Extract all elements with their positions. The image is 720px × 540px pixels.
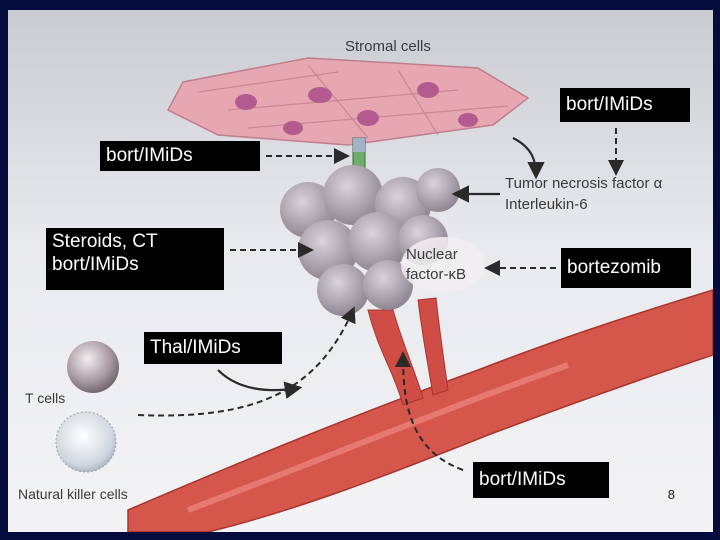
drug-box-steroids-line2: bort/IMiDs	[52, 254, 139, 275]
drug-box-steroids-line1: Steroids, CT	[52, 231, 158, 252]
drug-box-bottom: bort/IMiDs	[473, 462, 609, 498]
t-cells-label: T cells	[25, 390, 66, 406]
nfkb-label-line1: Nuclear	[406, 246, 458, 263]
il6-label: Interleukin-6	[505, 196, 588, 213]
nk-cell	[55, 411, 117, 473]
diagram-illustration	[55, 57, 713, 532]
stromal-cells-label: Stromal cells	[345, 38, 431, 55]
blood-vessel	[127, 289, 713, 532]
drug-box-top-right: bort/IMiDs	[560, 88, 690, 122]
drug-box-steroids: Steroids, CT bort/IMiDs	[46, 228, 224, 290]
stromal-cells-layer	[166, 57, 530, 146]
diagram-panel: Stromal cells Tumor necrosis factor α In…	[8, 10, 713, 532]
nfkb-label-line2: factor-κB	[406, 266, 467, 283]
slide-number: 8	[667, 487, 675, 502]
tnf-label: Tumor necrosis factor α	[505, 175, 663, 192]
drug-box-thal: Thal/IMiDs	[144, 332, 282, 364]
t-cell	[67, 341, 119, 393]
myeloma-cell-cluster	[280, 165, 485, 316]
nk-cells-label: Natural killer cells	[18, 486, 128, 502]
drug-box-bortezomib: bortezomib	[561, 248, 691, 288]
drug-box-top-left: bort/IMiDs	[100, 141, 260, 171]
